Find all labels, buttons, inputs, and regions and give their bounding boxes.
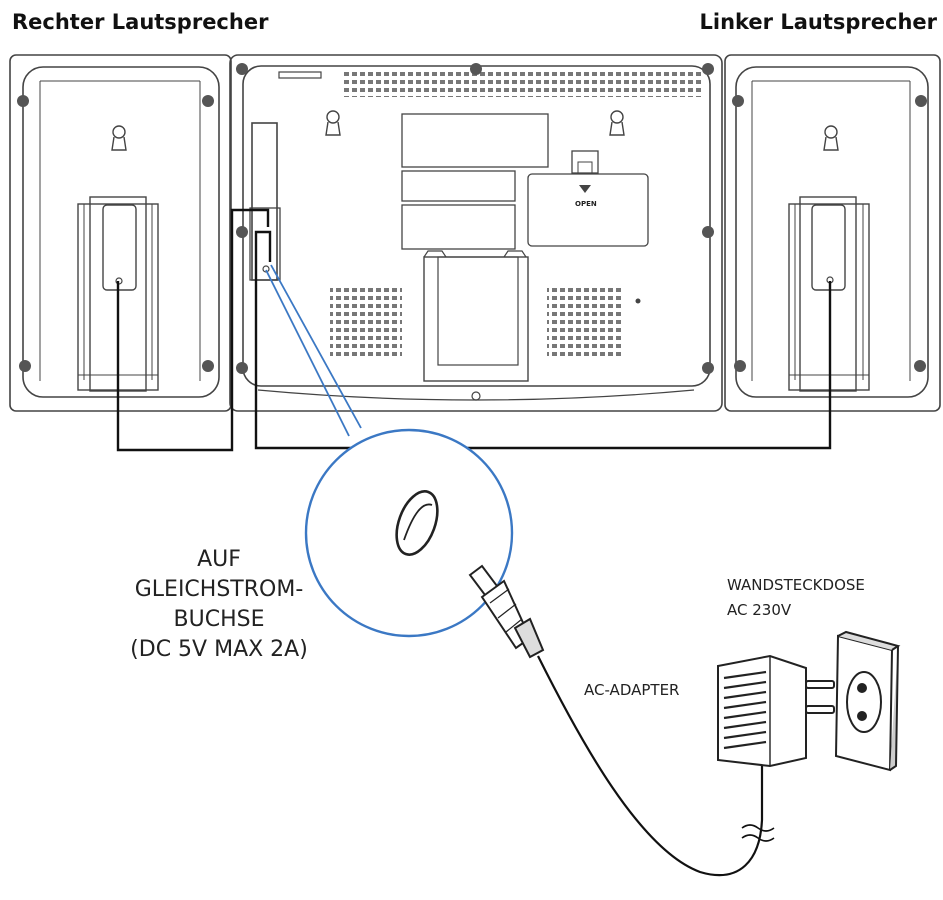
keyhole-icon [111,125,127,151]
screw-dot-icon [702,63,714,75]
wall-socket-icon [834,630,901,772]
dc-jack-label-line: BUCHSE [173,607,265,632]
right-speaker [9,54,232,412]
screw-dot-icon [236,63,248,75]
left-speaker-title: Linker Lautsprecher [699,10,937,34]
screw-dot-icon [915,95,927,107]
power-plug-icon [468,564,545,659]
ac-adapter-icon [717,654,835,768]
keyhole-icon [609,110,625,136]
screw-dot-icon [19,360,31,372]
dc-jack-zoom [265,264,514,638]
right-speaker-screws [17,95,214,372]
left-speaker [724,54,941,412]
adapter-cable [537,655,775,877]
speaker-cables [116,208,832,452]
vent-grid-left [330,287,402,357]
dc-jack-label-line: (DC 5V MAX 2A) [130,637,308,662]
battery-cover-label: OPEN [575,200,597,208]
dc-jack-label: AUF GLEICHSTROM- BUCHSE (DC 5V MAX 2A) [74,545,364,665]
left-speaker-screws [732,95,927,372]
screw-dot-icon [914,360,926,372]
screw-dot-icon [702,226,714,238]
dc-jack-icon [395,490,439,556]
screw-dot-icon [236,226,248,238]
keyhole-icon [325,110,341,136]
wall-outlet-label: WANDSTECKDOSE AC 230V [727,573,865,623]
ac-adapter-label: AC-ADAPTER [584,681,680,699]
main-unit [229,54,723,412]
dc-jack-label-line: AUF [197,547,241,572]
screw-dot-icon [732,95,744,107]
screw-dot-icon [236,362,248,374]
right-speaker-title: Rechter Lautsprecher [12,10,269,34]
dc-jack-label-line: GLEICHSTROM- [134,577,304,602]
screw-dot-icon [202,360,214,372]
screw-dot-icon [470,63,482,75]
main-unit-screws [236,63,714,374]
keyhole-icon [823,125,839,151]
screw-dot-icon [734,360,746,372]
wall-outlet-label-line: WANDSTECKDOSE [727,576,865,594]
wall-outlet-label-line: AC 230V [727,601,792,619]
screw-dot-icon [202,95,214,107]
screw-dot-icon [702,362,714,374]
screw-dot-icon [17,95,29,107]
vent-grid-right [547,287,623,357]
